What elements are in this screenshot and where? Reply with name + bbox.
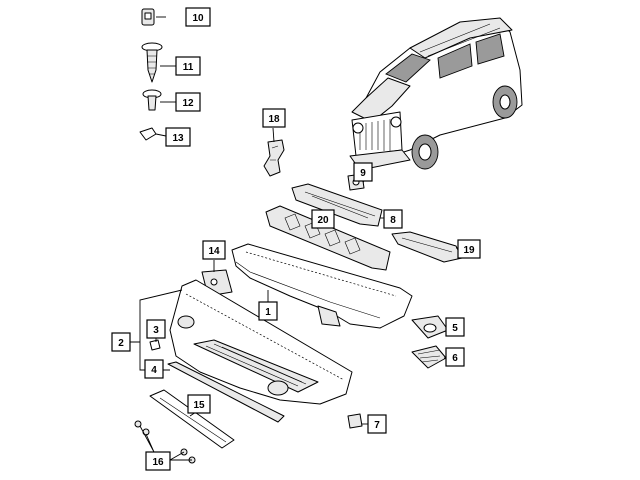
callout-label: 9 [360, 168, 366, 179]
seal-strip-part-4 [167, 361, 285, 423]
callout-label: 18 [268, 114, 280, 125]
callout-label: 16 [152, 457, 164, 468]
callout-4: 4 [144, 359, 164, 379]
callout-11: 11 [175, 56, 201, 76]
callout-10: 10 [185, 7, 211, 27]
callout-label: 3 [153, 325, 159, 336]
callout-9: 9 [353, 162, 373, 182]
reinforcement-part-20 [265, 205, 391, 271]
license-bracket-part-15 [149, 389, 235, 449]
callout-label: 2 [118, 338, 124, 349]
callout-label: 1 [265, 307, 271, 318]
callout-label: 7 [374, 420, 380, 431]
callout-6: 6 [445, 347, 465, 367]
callout-label: 11 [183, 62, 194, 73]
callout-20: 20 [311, 209, 335, 229]
callout-label: 20 [317, 215, 329, 226]
lower-fascia-part-2 [169, 279, 353, 405]
callout-5: 5 [445, 317, 465, 337]
callout-8: 8 [383, 209, 403, 229]
callout-16: 16 [145, 451, 171, 471]
clip-part-7 [347, 413, 363, 429]
callout-label: 10 [192, 13, 204, 24]
upper-fascia-part-1 [231, 243, 413, 329]
callout-2: 2 [111, 332, 131, 352]
callout-label: 5 [452, 323, 458, 334]
callout-12: 12 [175, 92, 201, 112]
callout-13: 13 [165, 127, 191, 147]
callout-label: 8 [390, 215, 396, 226]
clip-part-3 [149, 339, 161, 351]
callout-18: 18 [262, 108, 286, 128]
vehicle-illustration [349, 17, 523, 171]
callout-label: 19 [463, 245, 475, 256]
clip-part-10 [141, 8, 155, 26]
callout-7: 7 [367, 414, 387, 434]
grille-insert-part-6 [411, 345, 447, 369]
bracket-part-19 [391, 231, 463, 263]
energy-absorber-part-8 [291, 183, 383, 227]
callout-1: 1 [258, 301, 278, 321]
push-rivet-part-12 [142, 89, 162, 111]
callout-19: 19 [457, 239, 481, 259]
trim-part-5 [411, 315, 449, 339]
callout-label: 15 [193, 400, 205, 411]
callout-label: 4 [151, 365, 157, 376]
bracket-part-18 [263, 139, 285, 177]
callout-label: 12 [182, 98, 194, 109]
callout-label: 13 [172, 133, 184, 144]
callout-15: 15 [187, 394, 211, 414]
callout-3: 3 [146, 319, 166, 339]
callout-label: 6 [452, 353, 458, 364]
push-pin-part-11 [141, 42, 163, 83]
callout-label: 14 [208, 246, 220, 257]
callout-14: 14 [202, 240, 226, 260]
spring-clip-part-13 [139, 127, 157, 141]
